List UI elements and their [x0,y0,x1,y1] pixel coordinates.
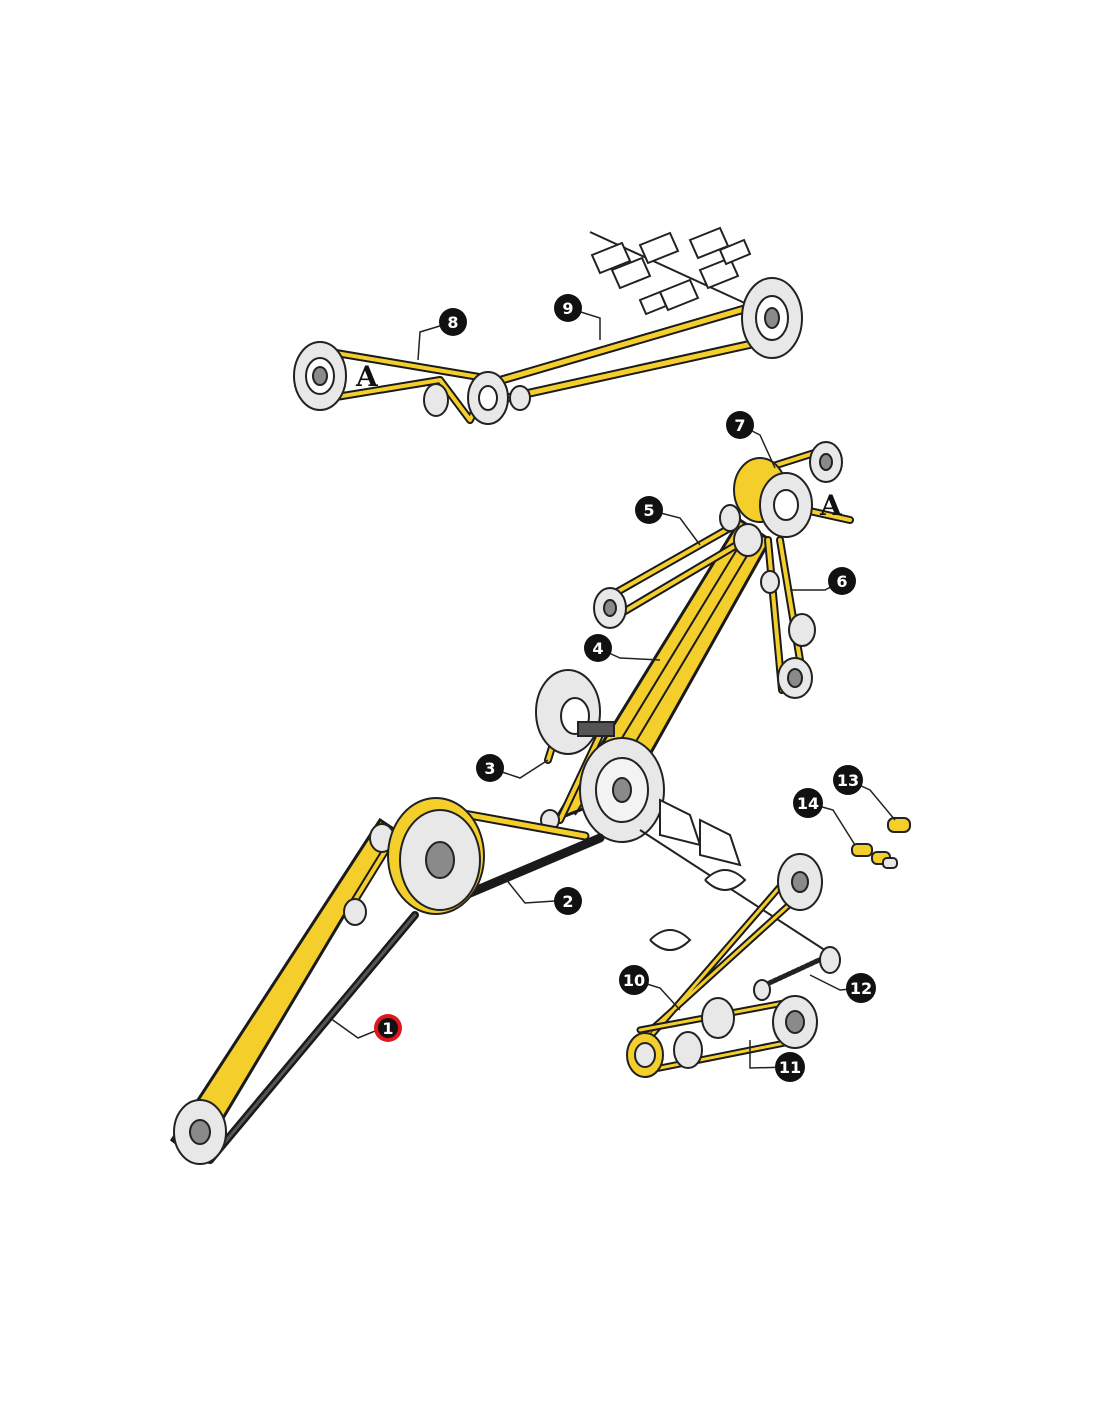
callout-8-label: 8 [447,313,458,332]
callout-14[interactable]: 14 [793,788,823,818]
callouts: 1 2 3 4 5 6 7 8 [329,294,896,1082]
pulley-10-mid [673,1031,703,1069]
callout-2[interactable]: 2 [554,887,582,915]
callout-5[interactable]: 5 [635,496,663,524]
callout-4[interactable]: 4 [584,634,612,662]
idler-4-top [733,523,763,557]
callout-4-label: 4 [592,639,603,658]
sprocket-12 [819,946,841,974]
rotor-knives [589,226,761,316]
idler-5 [719,504,741,532]
callout-11-label: 11 [779,1058,801,1077]
callout-12[interactable]: 12 [846,973,876,1003]
tension-pulley [701,997,735,1039]
callout-7-label: 7 [734,416,745,435]
callout-9[interactable]: 9 [554,294,582,322]
chain-link-13 [887,817,911,833]
callout-1[interactable]: 1 [374,1014,402,1042]
callout-3-label: 3 [484,759,495,778]
pulley-6-upper [788,613,816,647]
callout-7[interactable]: 7 [726,411,754,439]
callout-1-label: 1 [382,1019,393,1038]
callout-11[interactable]: 11 [775,1052,805,1082]
callout-10-label: 10 [623,971,645,990]
unloader-assembly [626,798,911,1078]
chain-link-14c [882,857,898,869]
callout-13[interactable]: 13 [833,765,863,795]
callout-13-label: 13 [837,771,859,790]
callout-8[interactable]: 8 [439,308,467,336]
idler-6 [760,570,780,594]
idler-pulley-top [423,383,449,417]
callout-14-label: 14 [797,794,819,813]
top-assembly: A [293,226,803,425]
callout-5-label: 5 [643,501,654,520]
variator-assembly [535,669,665,843]
section-label-a-mid: A [819,489,843,522]
idler-1-bottom [343,898,367,926]
section-label-a-top: A [355,360,379,393]
auger-shaft [639,798,841,961]
small-idler-top [509,385,531,411]
chain-link-14a [851,843,873,857]
callout-10[interactable]: 10 [619,965,649,995]
callout-2-label: 2 [562,892,573,911]
callout-12-label: 12 [850,979,872,998]
sprocket-small [753,979,771,1001]
callout-9-label: 9 [562,299,573,318]
flange-pulley-top [293,341,347,411]
chain-links [851,817,911,869]
engine-drive [169,797,605,1165]
callout-3[interactable]: 3 [476,754,504,782]
callout-6[interactable]: 6 [828,567,856,595]
variator-spring [577,721,615,737]
callout-6-label: 6 [836,572,847,591]
